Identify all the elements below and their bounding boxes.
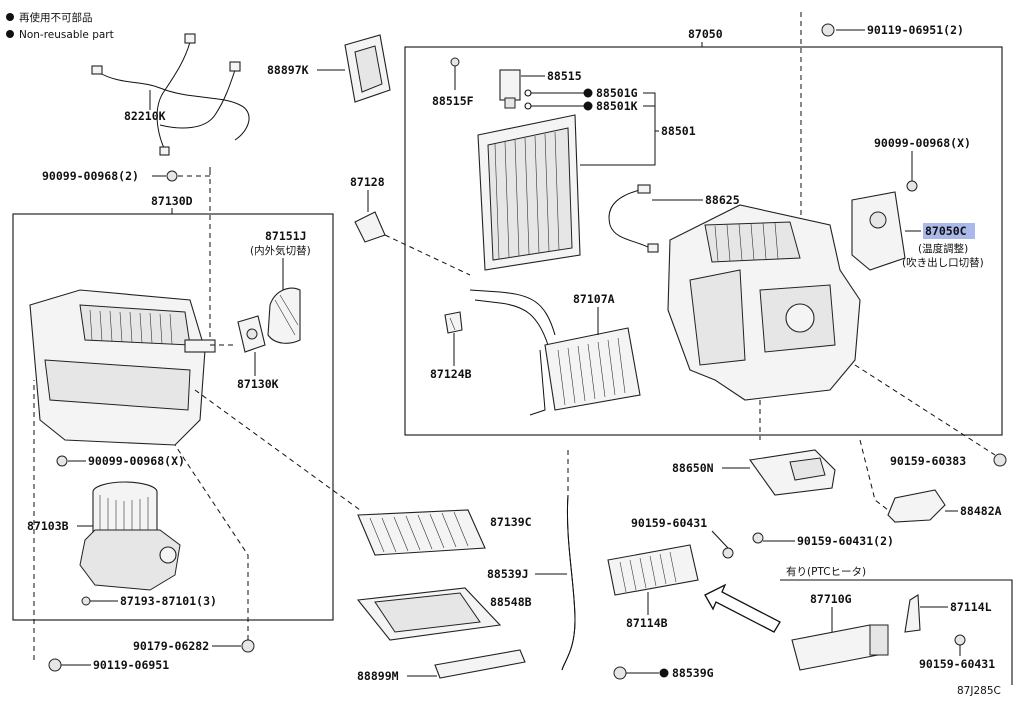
highlight-87050c	[923, 223, 975, 239]
diagram-code: 87J285C	[957, 685, 1001, 697]
label-90099-00968-x-left: 90099-00968(X)	[88, 454, 185, 468]
part-88897k-icon	[344, 34, 391, 103]
drain-hose-88539j-icon	[561, 494, 576, 671]
bolt-icon	[821, 23, 835, 37]
non-reusable-marker-icon	[583, 101, 593, 111]
bolt-icon	[954, 634, 966, 646]
label-82210k: 82210K	[124, 109, 166, 123]
bolt-icon	[722, 547, 734, 559]
label-90179-06282: 90179-06282	[133, 639, 209, 653]
label-87130d: 87130D	[151, 194, 193, 208]
heater-core-87107a-icon	[469, 289, 641, 416]
label-88515f: 88515F	[432, 94, 474, 108]
install-direction-arrow-icon	[704, 583, 781, 633]
ptc-heater-87114b-icon	[607, 544, 699, 596]
label-87050c[interactable]: 87050C	[925, 224, 967, 238]
label-90099-00968-x-right: 90099-00968(X)	[874, 136, 971, 150]
expansion-valve-88515-icon	[499, 69, 521, 109]
label-90159-60431-2: 90159-60431(2)	[797, 534, 894, 548]
plug-icon	[613, 666, 627, 680]
thermistor-88625-icon	[608, 184, 659, 253]
legend-jp: 再使用不可部品	[19, 11, 93, 24]
bracket-87114l-icon	[904, 594, 921, 633]
label-87124b: 87124B	[430, 367, 472, 381]
cabin-filter-87139c-icon	[357, 509, 486, 556]
non-reusable-marker-icon	[659, 668, 669, 678]
blower-housing-icon	[29, 289, 216, 446]
label-ptc-option: 有り(PTCヒータ)	[786, 565, 866, 578]
bolt-icon	[450, 57, 460, 67]
label-88548b: 88548B	[490, 595, 532, 609]
clamp-87124b-icon	[444, 311, 463, 334]
seal-87128-icon	[354, 211, 386, 243]
label-87128: 87128	[350, 175, 385, 189]
label-90119-06951-2: 90119-06951(2)	[867, 23, 964, 37]
label-87139c: 87139C	[490, 515, 532, 529]
filter-cover-88548b-icon	[356, 587, 502, 641]
heater-87710g-icon	[791, 624, 889, 671]
label-87050: 87050	[688, 27, 723, 41]
bolt-icon	[48, 658, 62, 672]
bolt-icon	[166, 170, 178, 182]
o-ring-icon	[524, 102, 532, 110]
label-87710g: 87710G	[810, 592, 852, 606]
o-ring-icon	[524, 89, 532, 97]
label-90099-00968-2: 90099-00968(2)	[42, 169, 139, 183]
label-87050c-note2: (吹き出し口切替)	[902, 256, 984, 269]
label-88515: 88515	[547, 69, 582, 83]
assy-87050-frame	[404, 46, 1003, 436]
blower-motor-87103b-icon	[79, 481, 181, 591]
label-88897k: 88897K	[267, 63, 309, 77]
label-87103b: 87103B	[27, 519, 69, 533]
label-90159-60431-b: 90159-60431	[919, 657, 995, 671]
label-90159-60431-a: 90159-60431	[631, 516, 707, 530]
servo-87130k-icon	[237, 315, 266, 353]
ptc-option-frame	[780, 579, 1013, 685]
label-87050c-note1: (温度調整)	[918, 242, 968, 255]
label-88650n: 88650N	[672, 461, 714, 475]
non-reusable-marker-icon	[6, 30, 14, 38]
screw-icon	[81, 596, 91, 606]
label-87151j-note: (内外気切替)	[250, 244, 311, 257]
non-reusable-marker-icon	[583, 88, 593, 98]
label-88899m: 88899M	[357, 669, 399, 683]
label-88539j: 88539J	[487, 567, 529, 581]
cover-88899m-icon	[434, 649, 526, 679]
nut-icon	[241, 639, 255, 653]
label-87151j: 87151J	[265, 229, 307, 243]
label-87130k: 87130K	[237, 377, 279, 391]
bolt-icon	[56, 455, 68, 467]
label-90119-06951: 90119-06951	[93, 658, 169, 672]
label-88501k: 88501K	[596, 99, 638, 113]
damper-87151j-icon	[267, 287, 301, 344]
evaporator-88501-icon	[477, 114, 581, 271]
label-87107a: 87107A	[573, 292, 615, 306]
label-88501: 88501	[661, 124, 696, 138]
legend-en: Non-reusable part	[19, 29, 114, 41]
label-88482a: 88482A	[960, 504, 1002, 518]
assy-87130d-frame	[12, 213, 334, 621]
label-87193-87101-3: 87193-87101(3)	[120, 594, 217, 608]
module-88650n-icon	[749, 449, 836, 496]
label-88625: 88625	[705, 193, 740, 207]
label-88539g: 88539G	[672, 666, 714, 680]
bolt-icon	[752, 532, 764, 544]
bolt-icon	[993, 453, 1007, 467]
bracket-88482a-icon	[887, 489, 946, 523]
bolt-icon	[906, 180, 918, 192]
label-87114b: 87114B	[626, 616, 668, 630]
non-reusable-marker-icon	[6, 13, 14, 21]
label-87114l: 87114L	[950, 600, 992, 614]
label-88501g: 88501G	[596, 86, 638, 100]
ac-unit-housing-icon	[667, 204, 861, 401]
servo-87050c-icon	[851, 191, 906, 271]
wire-harness-82210k	[91, 33, 250, 156]
label-90159-60383: 90159-60383	[890, 454, 966, 468]
